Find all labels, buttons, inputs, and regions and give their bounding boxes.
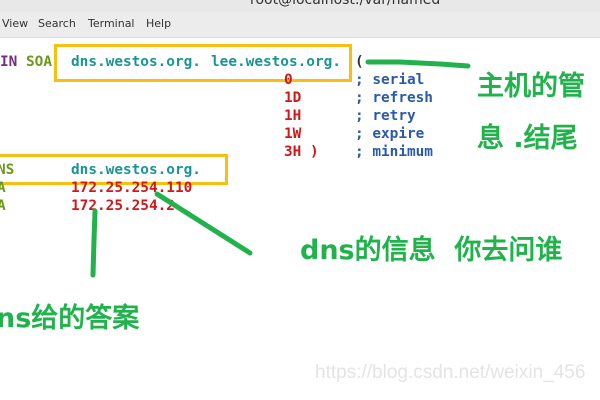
annotation-soa-1: 主机的管 <box>477 71 585 102</box>
ns-pointer-stroke <box>154 191 253 256</box>
ns-value: dns.westos.org. <box>71 162 201 178</box>
soa-pointer-stroke <box>365 59 471 69</box>
timer-refresh-comment: ; refresh <box>355 90 433 106</box>
soa-admin: lee.westos.org. <box>211 54 341 70</box>
a-value-1: 172.25.254.110 <box>71 180 193 196</box>
a-pointer-stroke <box>90 208 98 278</box>
menu-bar: View Search Terminal Help <box>0 12 600 38</box>
timer-retry: 1H <box>284 108 302 124</box>
watermark: https://blog.csdn.net/weixin_456 <box>315 362 586 383</box>
soa-type: SOA <box>26 54 52 70</box>
ns-highlight-box <box>0 154 228 185</box>
menu-help[interactable]: Help <box>146 17 172 30</box>
soa-open-paren: ( <box>355 54 364 70</box>
timer-retry-comment: ; retry <box>355 108 416 124</box>
soa-primary: dns.westos.org. <box>71 54 201 70</box>
a-type-2: A <box>0 198 6 214</box>
timer-minimum: 3H ) <box>284 144 319 160</box>
annotation-ns: dns的信息 你去问谁 <box>300 235 563 266</box>
timer-expire-comment: ; expire <box>355 126 425 142</box>
timer-refresh: 1D <box>284 90 302 106</box>
a-type-1: A <box>0 180 6 196</box>
menu-search[interactable]: Search <box>38 17 76 30</box>
ns-type: NS <box>0 162 15 178</box>
menu-terminal[interactable]: Terminal <box>88 17 135 30</box>
annotation-soa-2: 息 .结尾 <box>477 123 578 154</box>
window-title: root@localhost:/var/named <box>250 0 441 8</box>
timer-minimum-comment: ; minimum <box>355 144 433 160</box>
annotation-a: ns给的答案 <box>0 303 140 334</box>
timer-expire: 1W <box>284 126 302 142</box>
timer-serial-comment: ; serial <box>355 72 425 88</box>
title-bar: root@localhost:/var/named <box>0 0 600 12</box>
timer-serial: 0 <box>284 72 293 88</box>
menu-view[interactable]: View <box>2 17 29 30</box>
soa-class: IN <box>0 54 18 70</box>
soa-highlight-box <box>54 44 352 82</box>
